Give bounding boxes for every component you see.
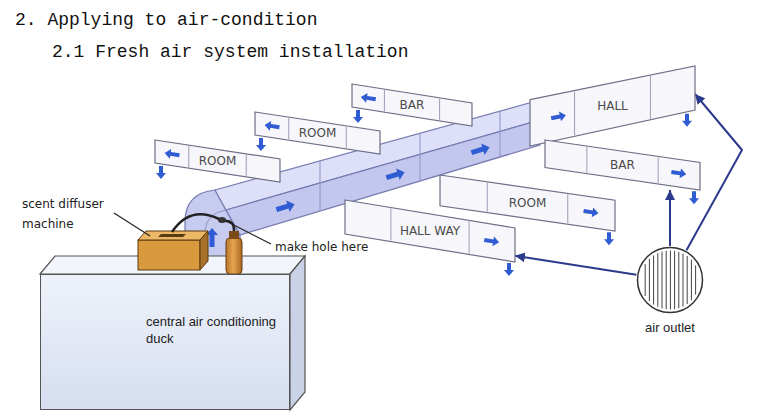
duct-joint: [320, 161, 321, 211]
grille-slat: [670, 251, 671, 310]
air-flow-arrow: [515, 256, 636, 275]
ac-side-face: [290, 256, 305, 410]
duct-joint: [246, 155, 247, 176]
duct-label: HALL WAY: [400, 224, 460, 238]
duct-outline: [352, 84, 472, 126]
bottle-cap: [229, 231, 239, 239]
section-subheading: 2.1 Fresh air system installation: [52, 41, 408, 63]
duct-branch: BAR: [545, 140, 700, 190]
duct-outline: [545, 140, 700, 190]
flow-arrow: [470, 141, 492, 158]
flow-arrow: [583, 206, 599, 218]
section-heading: 2. Applying to air-condition: [15, 9, 317, 31]
duct-label: BAR: [610, 158, 635, 172]
grille-slat: [666, 251, 667, 310]
duct-outline: [255, 112, 380, 154]
duct-branch: BAR: [352, 84, 472, 126]
label-holder: 2.1 Fresh air system installation: [52, 41, 408, 63]
duct-joint: [487, 183, 488, 212]
duct-label: ROOM: [299, 126, 337, 140]
outlet-arrow: [353, 110, 363, 123]
grille-slat: [691, 260, 692, 301]
flow-arrow: [483, 235, 499, 247]
machine-slot: [158, 234, 186, 237]
duct-label: ROOM: [199, 154, 237, 168]
duct-joint: [650, 76, 651, 119]
outlet-arrow: [156, 166, 166, 179]
part-label: make hole here: [275, 240, 368, 254]
grille-slat: [674, 251, 675, 309]
node-shape: [636, 246, 704, 314]
outlet-arrow: [689, 191, 699, 204]
duct-joint: [390, 209, 391, 241]
scent-machine: [138, 214, 242, 274]
flow-arrow: [360, 92, 376, 104]
duct-end: HALL: [530, 66, 695, 146]
flow-arrow: [164, 148, 180, 160]
unit-label: central air conditioning duck: [146, 313, 278, 347]
flow-arrow: [275, 198, 297, 215]
flow-arrow: [385, 166, 407, 183]
duct-label: ROOM: [509, 196, 547, 210]
duct-joint: [384, 90, 385, 111]
main-duct: [185, 100, 540, 262]
grille-slat: [657, 253, 658, 307]
duct-joint: [420, 133, 421, 181]
duct-outline: [345, 200, 515, 262]
duct-joint: [469, 221, 470, 253]
air-flow-arrow: [669, 190, 671, 246]
heading-holder: 2. Applying to air-condition: [15, 9, 317, 31]
duct-joint: [188, 146, 189, 167]
outlet-label: air outlet: [610, 320, 730, 336]
duct-joint: [288, 118, 289, 139]
machine-side: [200, 231, 208, 270]
duct-joint: [346, 127, 347, 148]
oil-bottle: [226, 238, 242, 274]
outlet-arrow: [504, 263, 514, 276]
machine-front: [138, 240, 200, 270]
grille-rim: [638, 248, 703, 313]
flow-arrow: [671, 167, 687, 179]
label-holder: make hole here: [275, 240, 368, 254]
grille-slat: [653, 255, 654, 304]
grille-slat: [683, 254, 684, 307]
duct-joint: [500, 111, 501, 157]
duct-label: BAR: [400, 98, 425, 112]
duct-branch: ROOM: [155, 140, 280, 182]
leader-line: [114, 213, 150, 236]
machine-tube: [172, 214, 219, 232]
outlet-arrow: [682, 114, 692, 127]
ac-unit-box: central air conditioning duck: [40, 274, 290, 410]
duct-outline: [155, 140, 280, 182]
duct-joint: [567, 194, 568, 223]
air-outlet-grille: air outlet: [636, 246, 704, 314]
leader-lines: [114, 213, 271, 244]
duct-outline: [530, 66, 695, 146]
duct-branch: ROOM: [255, 112, 380, 154]
duct-joint: [574, 92, 575, 136]
duct-joint: [658, 157, 659, 183]
grille-slat: [645, 264, 646, 296]
outlet-arrow: [256, 138, 266, 151]
duct-label: HALL: [597, 99, 628, 113]
duct-branch: HALL WAY: [345, 200, 515, 262]
duct-joint: [439, 99, 440, 120]
grille-slat: [662, 252, 663, 309]
leader-line: [228, 222, 271, 244]
flow-arrow: [264, 120, 280, 132]
grille-slat: [678, 252, 679, 308]
label-holder: scent diffuser machine: [22, 194, 122, 234]
outlet-arrow: [604, 232, 614, 245]
part-label: scent diffuser machine: [22, 194, 122, 234]
flow-arrow: [550, 110, 567, 123]
duct-joint: [586, 147, 587, 173]
grille-slat: [687, 256, 688, 304]
grille-slat: [695, 265, 696, 294]
ac-unit-faces: [40, 256, 305, 410]
grille-slat: [649, 259, 650, 301]
